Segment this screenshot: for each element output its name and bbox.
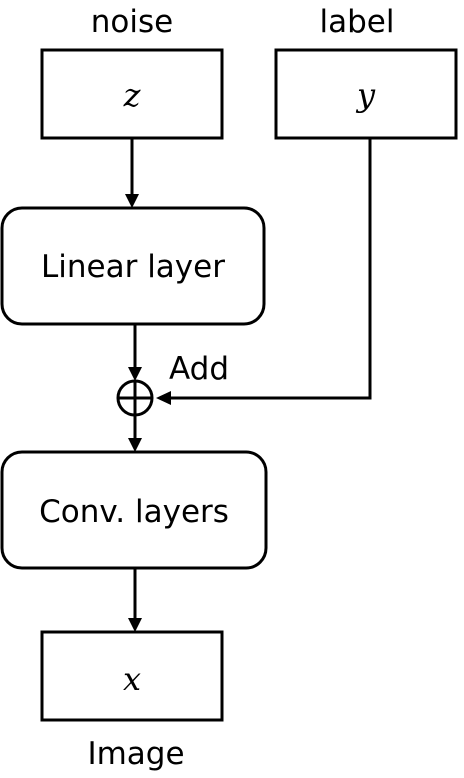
output-symbol: x: [123, 660, 141, 698]
noise-caption: noise: [91, 4, 173, 40]
add-operator-icon: [116, 379, 154, 417]
linear-to-add-arrowhead: [128, 367, 142, 381]
conv-layers-label: Conv. layers: [39, 494, 229, 530]
noise-box: [40, 48, 224, 140]
image-caption: Image: [87, 736, 184, 772]
conv-to-output-arrowhead: [128, 618, 142, 632]
linear-layer-label: Linear layer: [41, 249, 225, 285]
label-to-add-connector: [168, 138, 372, 400]
linear-layer-block: [0, 206, 266, 326]
label-symbol: y: [355, 76, 376, 114]
label-to-add-arrowhead: [156, 391, 171, 405]
label-box: [274, 48, 458, 140]
add-to-conv-arrowhead: [128, 438, 142, 452]
label-caption: label: [320, 4, 395, 40]
noise-to-linear-arrowhead: [125, 194, 139, 208]
output-box: [40, 630, 224, 722]
add-caption: Add: [169, 351, 229, 387]
noise-symbol: z: [123, 76, 142, 114]
